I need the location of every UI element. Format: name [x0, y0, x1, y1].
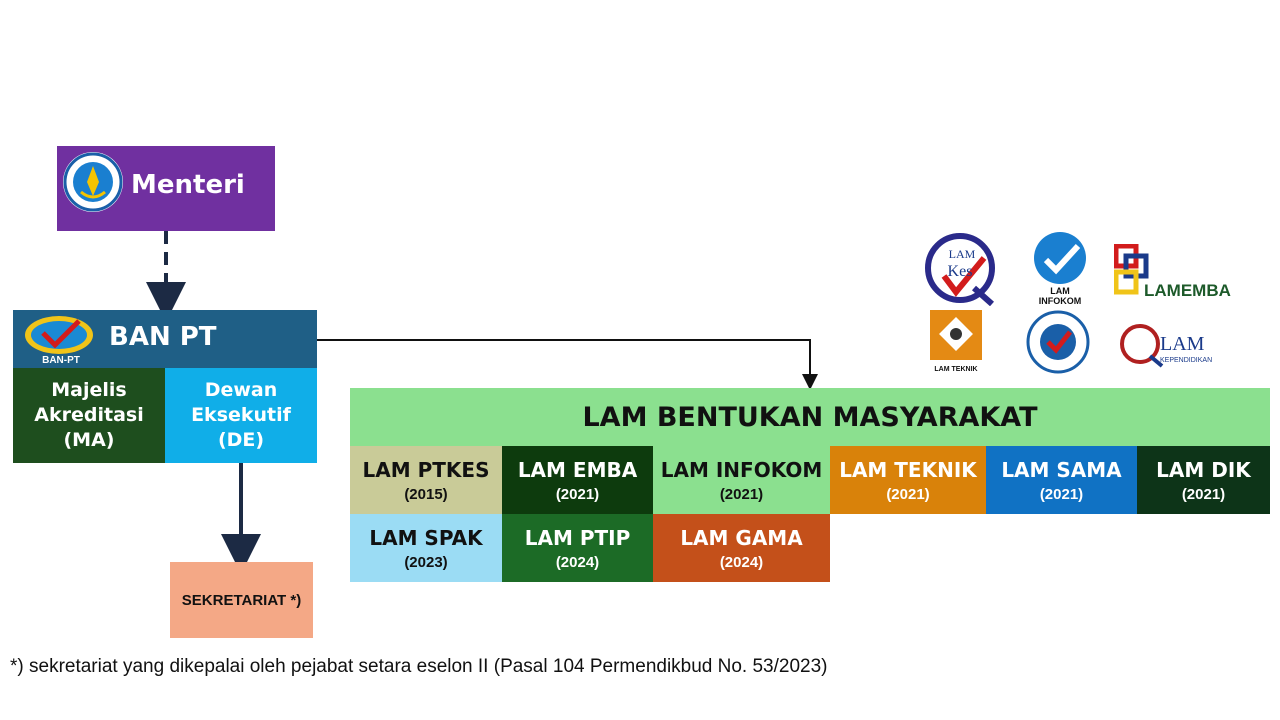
lam-cell: LAM INFOKOM (2021) [653, 446, 830, 514]
lam-year: (2024) [555, 553, 600, 571]
lam-name: LAM PTKES [362, 457, 490, 482]
menteri-label: Menteri [131, 170, 245, 200]
lamkes-logo-icon: LAM Kes [925, 233, 995, 307]
infokom-logo-text-1: LAM [1050, 286, 1070, 296]
lam-year: (2015) [404, 485, 448, 503]
lam-year: (2021) [886, 485, 930, 503]
lam-name: LAM EMBA [517, 457, 638, 482]
majelis-line1: Majelis [51, 379, 127, 402]
lam-cell: LAM PTKES (2015) [350, 446, 502, 514]
lamdik-logo-icon: LAM KEPENDIDIKAN [1120, 324, 1212, 368]
lamemba-logo: LAMEMBA [1113, 243, 1246, 300]
lamemba-logo-text: LAMEMBA [1144, 281, 1231, 296]
majelis-line2: Akreditasi [34, 404, 144, 427]
majelis-line3: (MA) [63, 428, 115, 451]
lam-name: LAM GAMA [680, 525, 803, 550]
lam-header-label: LAM BENTUKAN MASYARAKAT [582, 401, 1038, 433]
lam-cell: LAM SAMA (2021) [986, 446, 1137, 514]
lam-teknik-logo-text: LAM TEKNIK [934, 366, 977, 373]
dewan-line1: Dewan [204, 379, 278, 402]
lam-name: LAM PTIP [524, 525, 631, 550]
banpt-logo-text: BAN-PT [42, 355, 80, 365]
sekretariat-label: SEKRETARIAT *) [181, 591, 302, 609]
majelis-akreditasi-box: Majelis Akreditasi (MA) [13, 368, 165, 463]
dewan-line3: (DE) [217, 428, 265, 451]
lam-cell: LAM PTIP (2024) [502, 514, 653, 582]
footnote: *) sekretariat yang dikepalai oleh pejab… [10, 656, 828, 677]
kemendikbud-logo-icon [63, 152, 123, 212]
lam-year: (2023) [404, 553, 448, 571]
lamdik-logo-text-2: KEPENDIDIKAN [1160, 357, 1212, 364]
banpt-label: BAN PT [109, 322, 217, 352]
lamdik-logo-text-1: LAM [1160, 333, 1205, 355]
lam-year: (2021) [555, 485, 600, 503]
lam-header-box: LAM BENTUKAN MASYARAKAT [350, 388, 1270, 446]
lam-cell: LAM DIK (2021) [1137, 446, 1270, 514]
lamkes-logo-text-1: LAM [949, 247, 976, 261]
infokom-logo: LAM INFOKOM [1028, 230, 1092, 306]
infokom-logo-text-2: INFOKOM [1039, 296, 1082, 306]
lam-name: LAM INFOKOM [660, 457, 823, 482]
infokom-logo-icon: LAM INFOKOM [1034, 232, 1086, 306]
lam-name: LAM DIK [1156, 457, 1251, 482]
lam-teknik-logo-icon: LAM TEKNIK [930, 310, 982, 373]
lam-name: LAM SAMA [1001, 457, 1122, 482]
lam-year: (2021) [1181, 485, 1226, 503]
lam-cell: LAM TEKNIK (2021) [830, 446, 986, 514]
menteri-box: Menteri [57, 146, 275, 231]
lam-sama-logo-icon [1026, 310, 1090, 374]
lamdik-logo: LAM KEPENDIDIKAN [1116, 320, 1232, 370]
lam-year: (2024) [719, 553, 764, 571]
lam-name: LAM SPAK [369, 525, 483, 550]
banpt-to-lam-arrow [317, 339, 818, 390]
lam-sama-logo [1024, 310, 1092, 374]
dewan-eksekutif-box: Dewan Eksekutif (DE) [165, 368, 317, 463]
dewan-line2: Eksekutif [191, 404, 291, 427]
sekretariat-box: SEKRETARIAT *) [170, 562, 313, 638]
lamkes-logo-text-2: Kes [948, 263, 973, 280]
lam-cell: LAM EMBA (2021) [502, 446, 653, 514]
lam-cell: LAM SPAK (2023) [350, 514, 502, 582]
lam-name: LAM TEKNIK [839, 457, 977, 482]
lam-year: (2021) [719, 485, 764, 503]
lamemba-logo-icon: LAMEMBA [1113, 243, 1231, 300]
lam-teknik-logo: LAM TEKNIK [928, 308, 984, 374]
banpt-logo-icon: BAN-PT [25, 316, 93, 365]
banpt-box: BAN-PT BAN PT [13, 310, 317, 368]
lamkes-logo: LAM Kes [922, 232, 1000, 307]
lam-cell: LAM GAMA (2024) [653, 514, 830, 582]
lam-year: (2021) [1039, 485, 1084, 503]
